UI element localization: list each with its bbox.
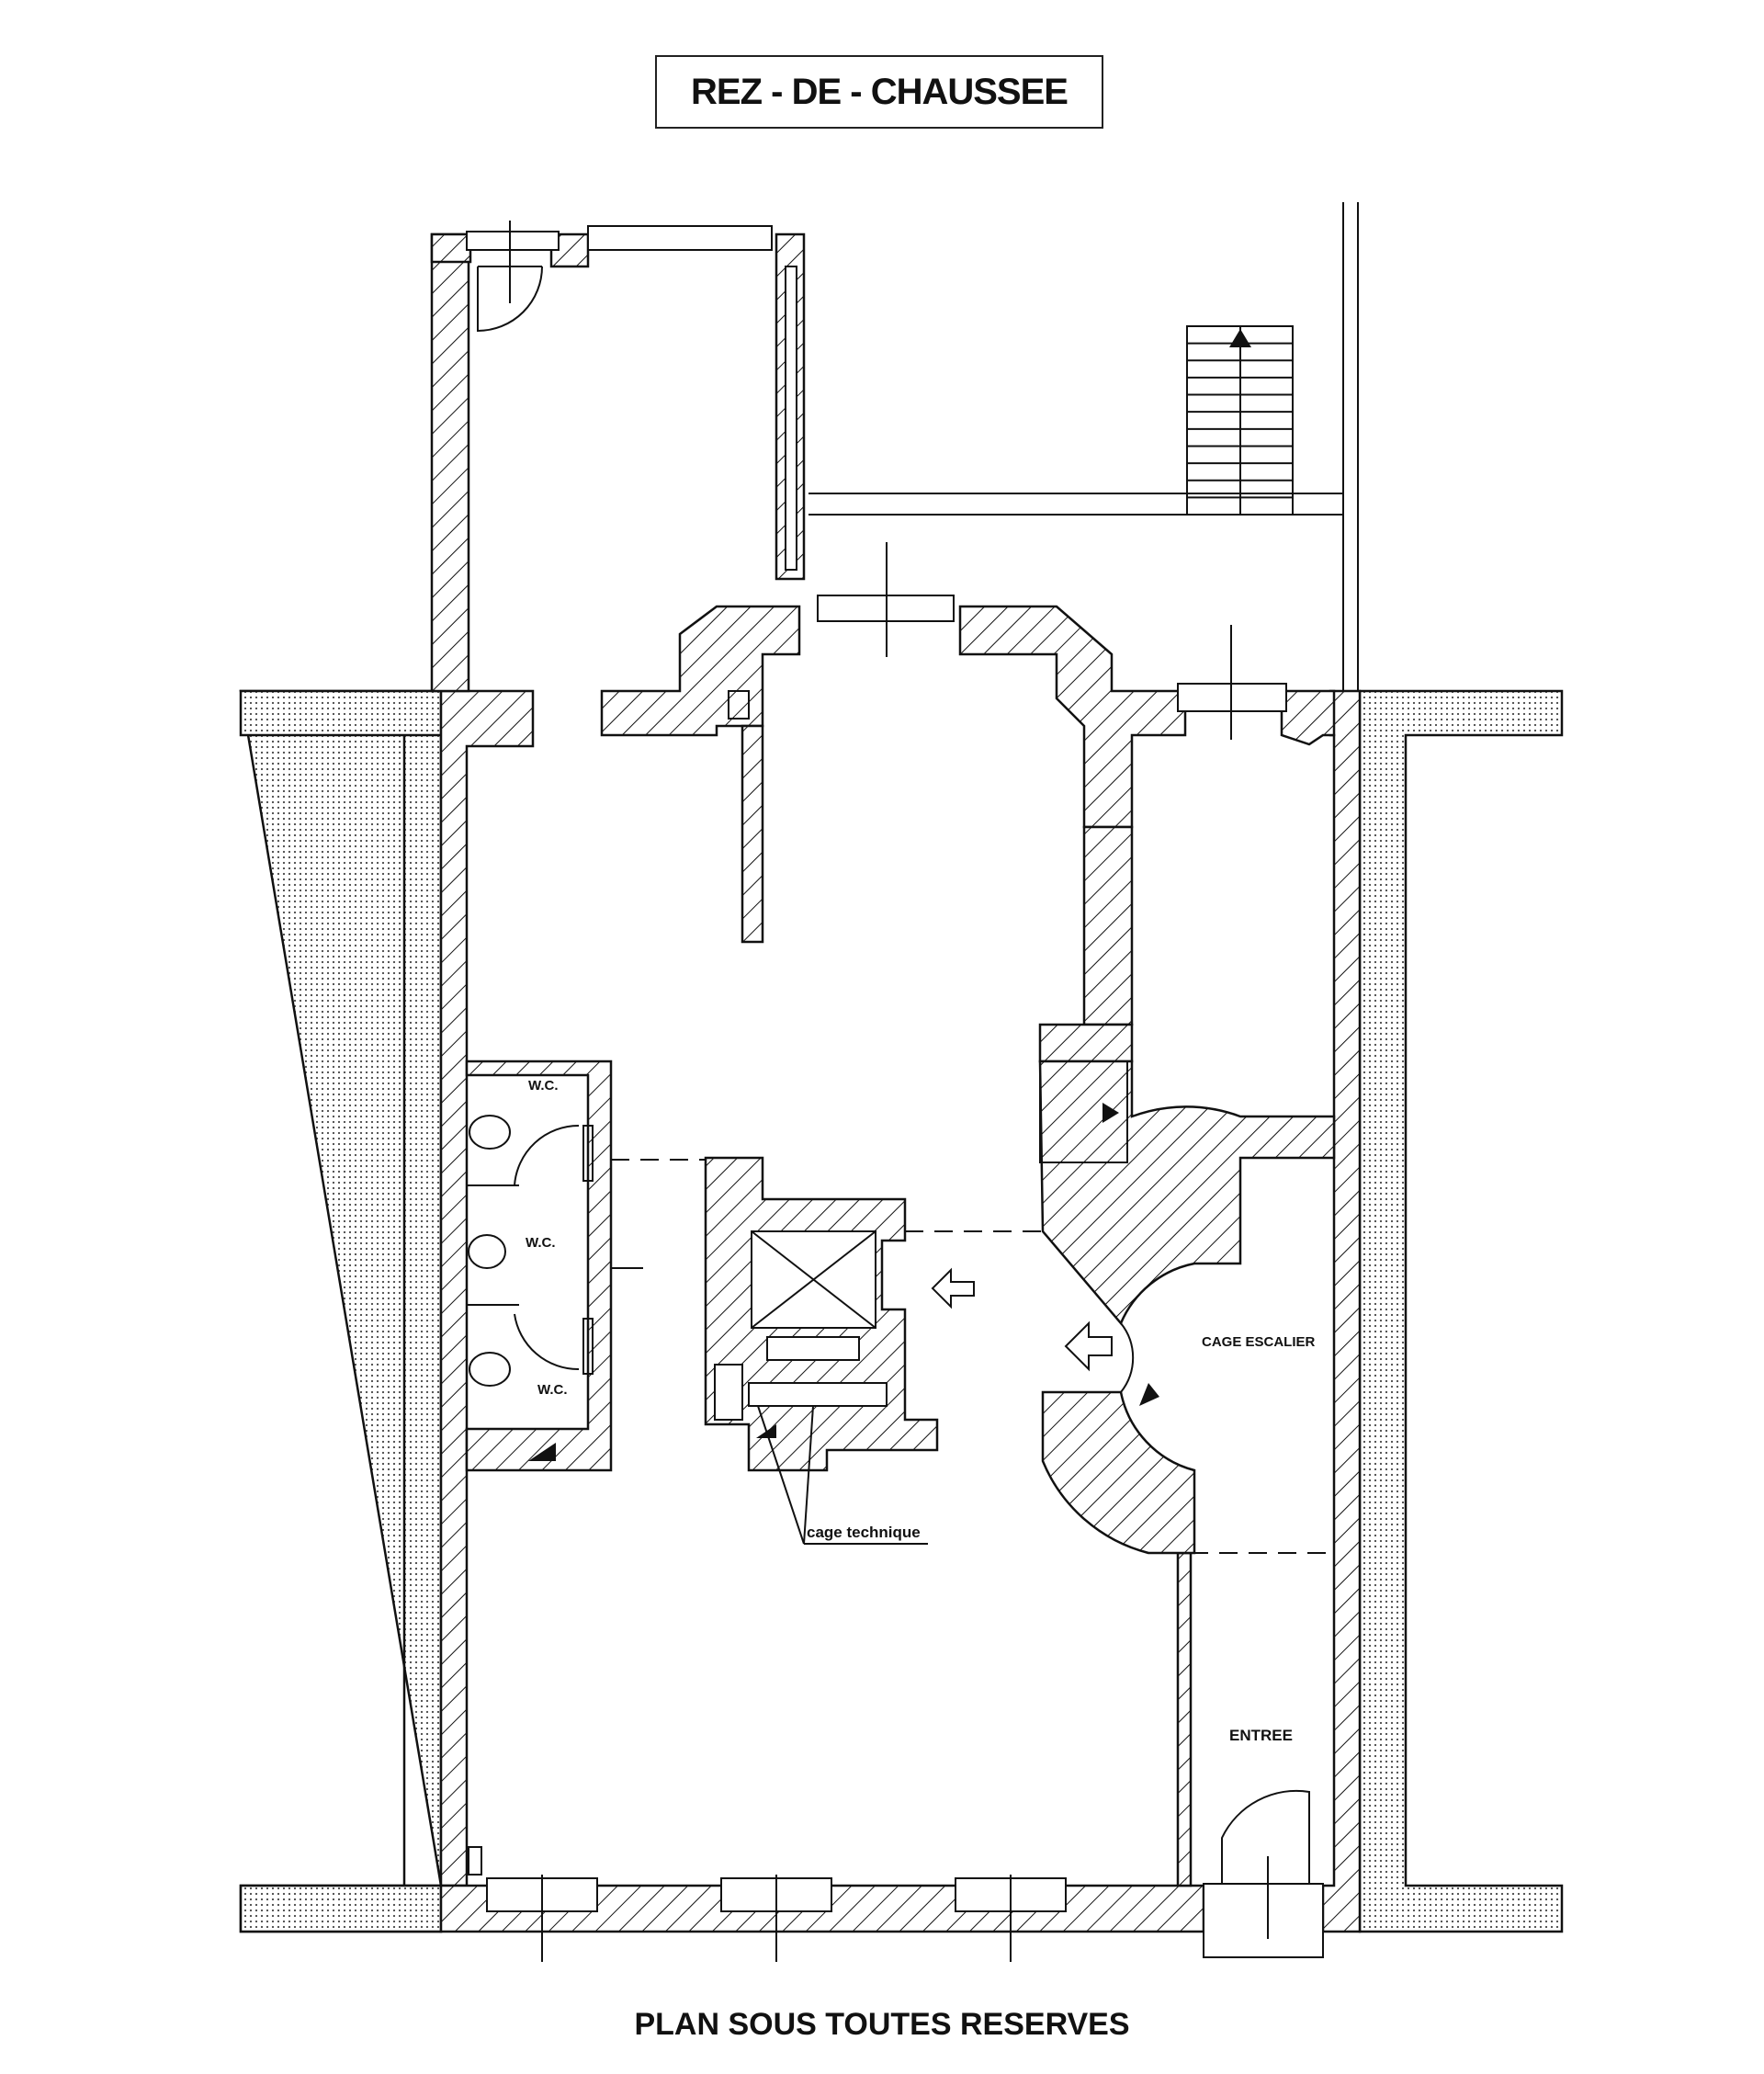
neighbor-wall-left xyxy=(239,689,443,1933)
neighbor-wall-right xyxy=(1358,689,1564,1933)
label-technical: cage technique xyxy=(807,1524,921,1541)
windows xyxy=(486,542,1324,1962)
courtyard xyxy=(808,202,1359,691)
label-stair-case: CAGE ESCALIER xyxy=(1202,1334,1316,1350)
label-entrance: ENTREE xyxy=(1229,1727,1293,1744)
footer-note: PLAN SOUS TOUTES RESERVES xyxy=(634,2007,1130,2042)
rear-annex xyxy=(430,221,806,693)
wc-block xyxy=(465,1060,717,1472)
label-wc-top: W.C. xyxy=(528,1078,559,1094)
technical-symbols xyxy=(468,690,776,1876)
external-stair xyxy=(1186,325,1294,516)
page-title: REZ - DE - CHAUSSEE xyxy=(691,71,1069,112)
main-staircase xyxy=(1038,1060,1336,1555)
outer-walls xyxy=(439,605,1362,1933)
label-wc-middle: W.C. xyxy=(526,1235,556,1251)
label-wc-bottom: W.C. xyxy=(537,1382,568,1398)
technical-core xyxy=(704,1156,1043,1545)
entrance-door xyxy=(1221,1789,1310,1939)
title-box: REZ - DE - CHAUSSEE xyxy=(655,55,1103,129)
